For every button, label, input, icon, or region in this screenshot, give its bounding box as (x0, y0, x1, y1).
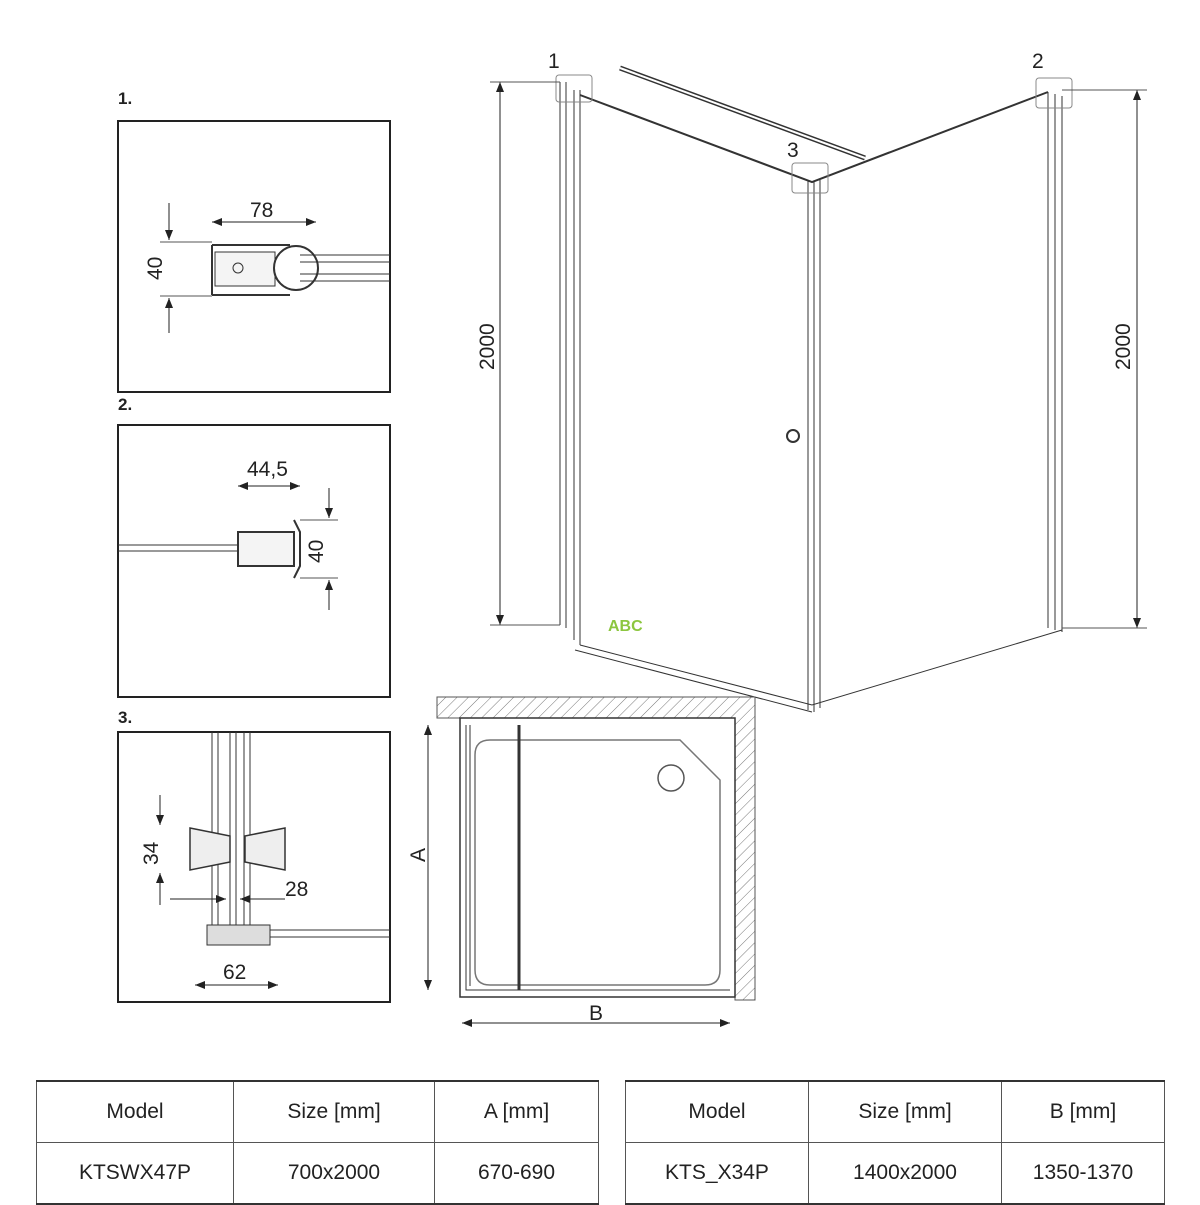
dim-a-label: A (407, 848, 430, 862)
detail-3-height: 34 (140, 841, 163, 865)
detail-2-label: 2. (118, 395, 132, 414)
table-a-size: 700x2000 (233, 1142, 435, 1205)
watermark: ABC (608, 618, 643, 635)
table-row: KTS_X34P 1400x2000 1350-1370 (625, 1142, 1165, 1205)
detail-3-gap: 28 (285, 878, 308, 901)
detail-2-width: 44,5 (247, 458, 288, 481)
dim-b-label: B (589, 1002, 603, 1025)
detail-1-width: 78 (250, 199, 273, 222)
table-a-a: 670-690 (434, 1142, 599, 1205)
table-b-header-model: Model (625, 1080, 809, 1143)
height-right: 2000 (1112, 323, 1135, 370)
table-b-header-size: Size [mm] (808, 1080, 1002, 1143)
marker-3: 3 (787, 139, 799, 162)
table-b-model: KTS_X34P (625, 1142, 809, 1205)
table-a-header-a: A [mm] (434, 1080, 599, 1143)
plan-view: A B (407, 696, 756, 1027)
height-left: 2000 (476, 323, 499, 370)
table-a-header-model: Model (36, 1080, 234, 1143)
detail-3: 3. 34 28 62 (117, 708, 391, 1003)
table-b-header-b: B [mm] (1001, 1080, 1165, 1143)
detail-1-height: 40 (144, 257, 167, 280)
shower-3d-view: 1 2 3 2000 2000 ABC (476, 50, 1147, 713)
table-a-model: KTSWX47P (36, 1142, 234, 1205)
detail-3-width: 62 (223, 961, 246, 984)
table-b-size: 1400x2000 (808, 1142, 1002, 1205)
detail-2: 2. 44,5 40 (117, 395, 391, 698)
table-a: Model Size [mm] A [mm] KTSWX47P 700x2000… (36, 1080, 599, 1205)
detail-2-height: 40 (305, 540, 328, 563)
detail-1-label: 1. (118, 89, 132, 108)
table-row: KTSWX47P 700x2000 670-690 (36, 1142, 599, 1205)
table-b: Model Size [mm] B [mm] KTS_X34P 1400x200… (625, 1080, 1165, 1205)
table-b-b: 1350-1370 (1001, 1142, 1165, 1205)
detail-1: 1. 78 40 (117, 89, 391, 393)
marker-2: 2 (1032, 50, 1044, 73)
marker-1: 1 (548, 50, 560, 73)
detail-3-label: 3. (118, 708, 132, 727)
table-a-header-size: Size [mm] (233, 1080, 435, 1143)
